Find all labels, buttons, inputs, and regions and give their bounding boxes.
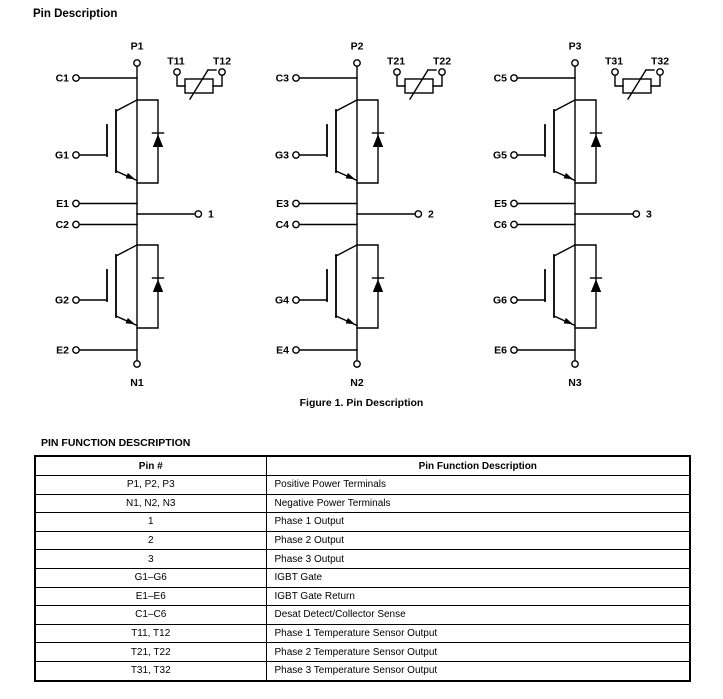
c-top-label: C3 <box>276 73 290 85</box>
n-terminal-label: N3 <box>568 377 582 389</box>
c-top-label: C5 <box>494 73 508 85</box>
pin-function-table: Pin # Pin Function Description P1, P2, P… <box>34 455 691 682</box>
circuit-phase-3: P3 T31 T32 C5 G5 E5 3 C6 G6 E6 N3 <box>493 41 669 390</box>
e-bot-label: E6 <box>494 345 507 357</box>
pin-cell: T31, T32 <box>34 660 267 682</box>
table-title: PIN FUNCTION DESCRIPTION <box>41 437 191 449</box>
e-top-label: E1 <box>56 198 69 210</box>
column-header-pin: Pin # <box>34 455 267 476</box>
phase-output-label: 2 <box>428 209 434 221</box>
pin-cell: 3 <box>34 549 267 569</box>
circuit-phase-1: P1 T11 T12 C1 G1 E1 1 C2 G2 E2 N1 <box>55 41 231 390</box>
c-top-label: C1 <box>56 73 70 85</box>
pin-cell: G1–G6 <box>34 567 267 588</box>
p-terminal-label: P3 <box>569 41 582 53</box>
phase-output-label: 1 <box>208 209 214 221</box>
t-sensor-label-1: T31 <box>605 56 623 68</box>
description-cell: Positive Power Terminals <box>265 475 691 495</box>
description-cell: Phase 2 Temperature Sensor Output <box>265 642 691 662</box>
pin-cell: E1–E6 <box>34 586 267 607</box>
t-sensor-label-1: T21 <box>387 56 405 68</box>
c-bot-label: C6 <box>494 219 508 231</box>
n-terminal-label: N1 <box>130 377 144 389</box>
pin-cell: C1–C6 <box>34 605 267 625</box>
g-bot-label: G4 <box>275 295 289 307</box>
pin-description-figure: P1 T11 T12 C1 G1 E1 1 C2 G2 E2 N1 P2 T21… <box>55 41 669 390</box>
p-terminal-label: P2 <box>351 41 364 53</box>
column-header-description: Pin Function Description <box>265 455 691 476</box>
e-top-label: E5 <box>494 198 507 210</box>
t-sensor-label-2: T12 <box>213 56 231 68</box>
description-cell: Phase 1 Output <box>265 512 691 532</box>
t-sensor-label-2: T22 <box>433 56 451 68</box>
pin-cell: P1, P2, P3 <box>34 475 267 495</box>
g-top-label: G1 <box>55 150 69 162</box>
pin-cell: 1 <box>34 512 267 532</box>
t-sensor-label-1: T11 <box>167 56 185 68</box>
circuit-phase-2: P2 T21 T22 C3 G3 E3 2 C4 G4 E4 N2 <box>275 41 451 390</box>
c-bot-label: C4 <box>276 219 290 231</box>
e-top-label: E3 <box>276 198 289 210</box>
g-top-label: G5 <box>493 150 507 162</box>
description-cell: IGBT Gate <box>265 567 691 588</box>
figure-caption: Figure 1. Pin Description <box>299 397 424 409</box>
e-bot-label: E2 <box>56 345 69 357</box>
g-bot-label: G6 <box>493 295 507 307</box>
pin-cell: T21, T22 <box>34 642 267 662</box>
pin-cell: T11, T12 <box>34 623 267 644</box>
description-cell: Negative Power Terminals <box>265 493 691 514</box>
pin-cell: 2 <box>34 530 267 551</box>
pin-cell: N1, N2, N3 <box>34 493 267 514</box>
c-bot-label: C2 <box>56 219 70 231</box>
description-cell: IGBT Gate Return <box>265 586 691 607</box>
e-bot-label: E4 <box>276 345 289 357</box>
description-cell: Phase 1 Temperature Sensor Output <box>265 623 691 644</box>
description-cell: Phase 2 Output <box>265 530 691 551</box>
page-title: Pin Description <box>33 8 118 20</box>
description-cell: Phase 3 Output <box>265 549 691 569</box>
g-top-label: G3 <box>275 150 289 162</box>
description-cell: Phase 3 Temperature Sensor Output <box>265 660 691 682</box>
g-bot-label: G2 <box>55 295 69 307</box>
description-cell: Desat Detect/Collector Sense <box>265 605 691 625</box>
table-header-row: Pin # Pin Function Description <box>34 455 691 476</box>
phase-output-label: 3 <box>646 209 652 221</box>
t-sensor-label-2: T32 <box>651 56 669 68</box>
n-terminal-label: N2 <box>350 377 364 389</box>
p-terminal-label: P1 <box>131 41 144 53</box>
